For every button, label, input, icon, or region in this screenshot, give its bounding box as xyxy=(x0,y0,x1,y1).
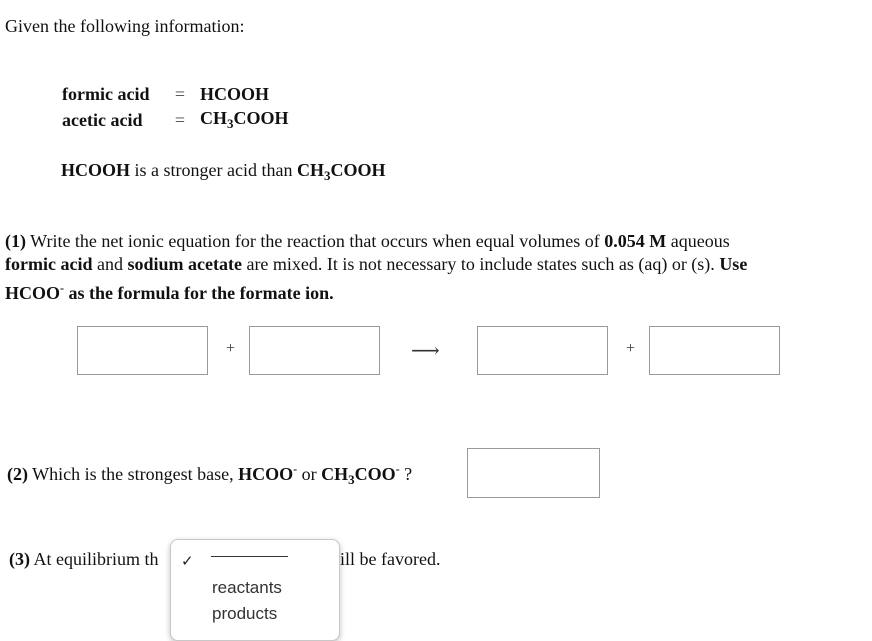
formic-acid-formula: HCOOH xyxy=(200,84,270,104)
acetic-acid-label: acetic acid xyxy=(62,110,143,130)
question-1-line-1: (1) Write the net ionic equation for the… xyxy=(5,231,730,251)
question-1-line-3: HCOO- as the formula for the formate ion… xyxy=(5,281,334,303)
plus-sign: + xyxy=(226,340,236,357)
intro-text: Given the following information: xyxy=(5,16,245,36)
equals-sign: = xyxy=(174,110,186,130)
dropdown-option-products[interactable]: products xyxy=(212,604,278,623)
reactant-1-input[interactable] xyxy=(77,326,208,375)
question-1-line-2: formic acid and sodium acetate are mixed… xyxy=(5,254,748,274)
reaction-arrow-icon: ⟶ xyxy=(411,340,440,362)
question-3-text-left: (3) At equilibrium th xyxy=(9,549,159,569)
dropdown-blank-option[interactable] xyxy=(211,556,288,557)
product-2-input[interactable] xyxy=(649,326,780,375)
question-3-text-right: ill be favored. xyxy=(340,549,441,569)
favored-side-dropdown[interactable]: ✓ reactants products xyxy=(170,539,340,641)
plus-sign: + xyxy=(626,340,636,357)
strongest-base-input[interactable] xyxy=(467,448,600,498)
equals-sign: = xyxy=(174,84,186,104)
checkmark-icon: ✓ xyxy=(181,553,194,570)
acetic-acid-formula: CH3COOH xyxy=(200,108,289,131)
formic-acid-label: formic acid xyxy=(62,84,150,104)
product-1-input[interactable] xyxy=(477,326,608,375)
dropdown-option-reactants[interactable]: reactants xyxy=(212,578,282,597)
question-2-text: (2) Which is the strongest base, HCOO- o… xyxy=(7,462,413,487)
reactant-2-input[interactable] xyxy=(249,326,380,375)
acid-strength-statement: HCOOH is a stronger acid than CH3COOH xyxy=(61,160,386,183)
